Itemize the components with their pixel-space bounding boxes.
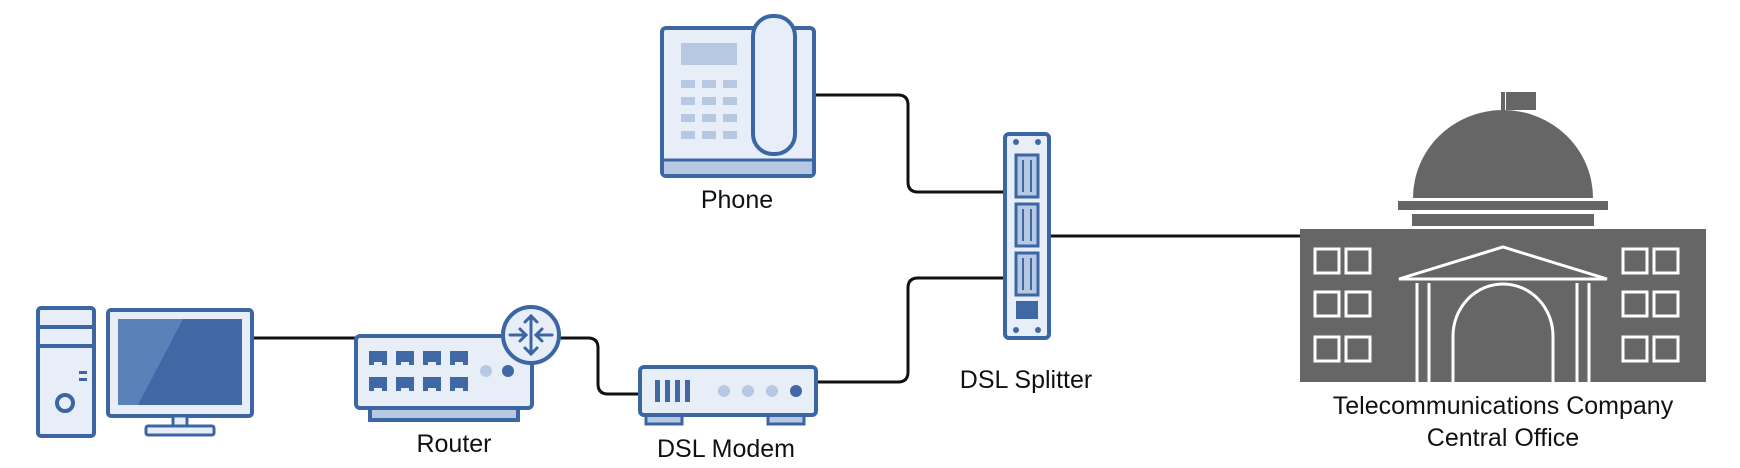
dsl-modem-icon <box>638 365 818 426</box>
dsl-modem-label: DSL Modem <box>657 435 795 463</box>
phone-handset <box>751 14 797 156</box>
connection-modem-splitter <box>816 276 1004 384</box>
telephone-icon <box>660 14 816 178</box>
computer-tower <box>36 306 96 438</box>
office-label-line1: Telecommunications Company <box>1333 392 1674 420</box>
router-label: Router <box>416 430 491 458</box>
connection-phone-splitter <box>816 93 1004 194</box>
office-label-line2: Central Office <box>1427 424 1579 452</box>
dsl-splitter-label: DSL Splitter <box>960 366 1092 394</box>
desktop-computer-icon <box>36 306 254 438</box>
router-icon <box>354 305 561 422</box>
dsl-splitter-icon <box>1003 132 1051 340</box>
connection-router-modem <box>556 336 640 396</box>
government-building-icon <box>1300 92 1706 382</box>
phone-label: Phone <box>701 186 773 214</box>
